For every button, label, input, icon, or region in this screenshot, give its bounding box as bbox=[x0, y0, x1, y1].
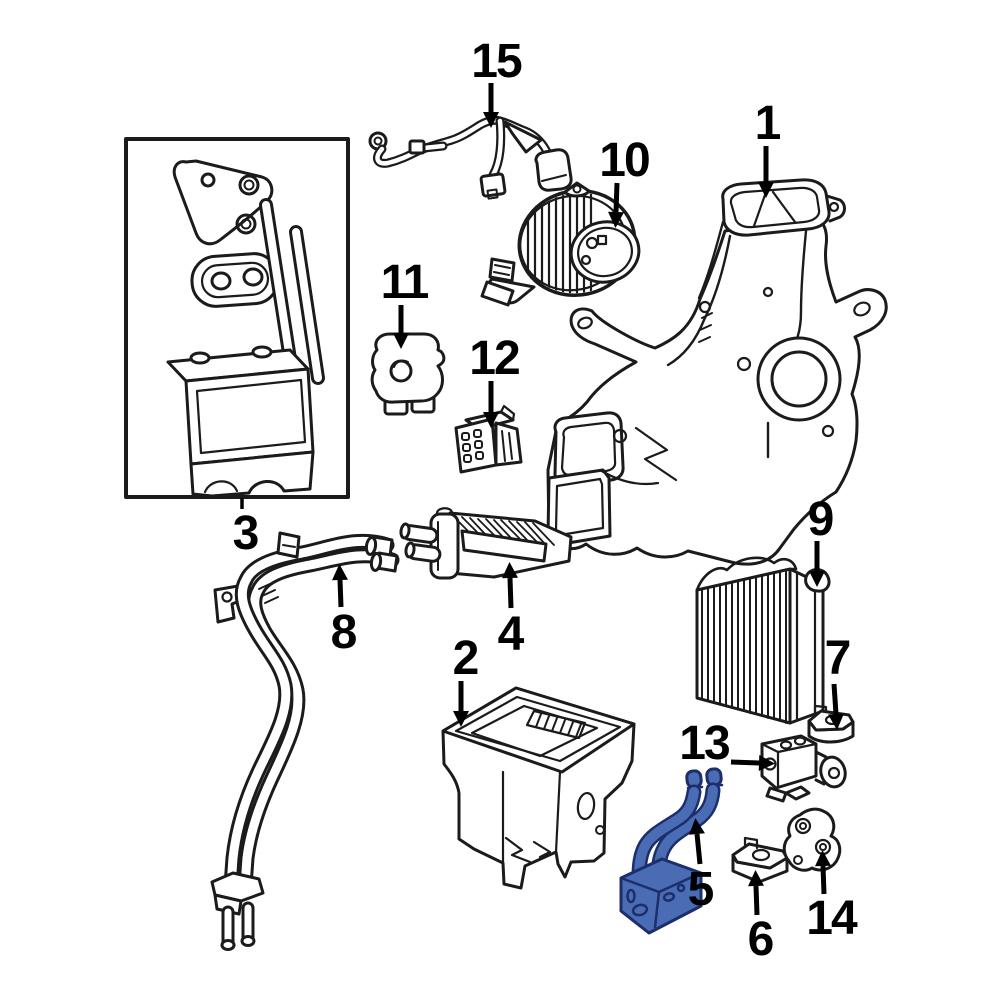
callout-arrowhead bbox=[332, 564, 348, 581]
callout-number-12: 12 bbox=[469, 332, 519, 385]
callout-4: 4 bbox=[498, 562, 527, 661]
callout-number-7: 7 bbox=[825, 632, 850, 685]
part-4-heater-core bbox=[399, 507, 573, 580]
callout-arrowhead bbox=[483, 112, 499, 128]
part-11-actuator bbox=[370, 332, 446, 416]
callout-number-5: 5 bbox=[688, 863, 714, 916]
callout-arrowhead bbox=[453, 711, 469, 727]
kit-core-box bbox=[166, 345, 315, 498]
harness-connector-a bbox=[479, 172, 507, 200]
callout-number-9: 9 bbox=[808, 493, 833, 546]
callout-12: 12 bbox=[469, 332, 521, 428]
housing-vent-opening bbox=[553, 411, 625, 487]
callout-arrowhead bbox=[758, 755, 775, 771]
part-2-lower-case bbox=[441, 686, 636, 890]
blower-ear bbox=[563, 181, 591, 198]
part-15-wiring-harness bbox=[368, 115, 573, 200]
callout-number-4: 4 bbox=[498, 608, 525, 661]
callout-6: 6 bbox=[748, 870, 775, 966]
callout-arrowhead bbox=[608, 211, 624, 228]
housing-duct-opening bbox=[721, 178, 846, 237]
part-9-evaporator-core bbox=[695, 556, 831, 725]
callout-5: 5 bbox=[688, 818, 716, 916]
callout-15: 15 bbox=[471, 35, 524, 128]
part-3-seal-kit-box bbox=[124, 137, 350, 499]
callout-1: 1 bbox=[755, 97, 783, 198]
callout-number-2: 2 bbox=[453, 632, 478, 685]
part-5-heater-tube-assembly bbox=[619, 767, 724, 935]
callout-9: 9 bbox=[808, 493, 835, 587]
hose-end-fittings bbox=[276, 531, 399, 573]
kit-box-frame bbox=[124, 137, 350, 499]
part-6-bracket bbox=[731, 836, 789, 884]
part-13-expansion-valve bbox=[760, 734, 847, 803]
seal-strips bbox=[259, 198, 325, 385]
callout-number-15: 15 bbox=[471, 35, 522, 88]
part-10-blower-motor bbox=[480, 181, 641, 307]
lower-case-rim bbox=[441, 686, 636, 774]
heater-core-tank bbox=[429, 512, 460, 580]
callout-arrowhead bbox=[758, 182, 774, 198]
callout-number-3: 3 bbox=[233, 507, 258, 560]
callout-number-1: 1 bbox=[755, 97, 781, 150]
part-8-heater-hoses bbox=[210, 531, 400, 951]
callout-3: 3 bbox=[233, 498, 260, 560]
callout-arrowhead bbox=[689, 818, 705, 835]
blower-foot-bracket bbox=[480, 257, 536, 307]
callout-8: 8 bbox=[331, 564, 359, 659]
callout-arrowhead bbox=[815, 850, 831, 867]
part-1-hvac-housing bbox=[546, 178, 888, 566]
resistor-terminals bbox=[461, 429, 484, 463]
callout-11: 11 bbox=[381, 256, 431, 349]
part-14-bracket bbox=[782, 807, 842, 872]
callout-arrowhead bbox=[748, 870, 764, 887]
harness-gusset bbox=[503, 120, 543, 154]
heater-core-fins bbox=[453, 516, 555, 546]
gasket-oval bbox=[190, 252, 280, 308]
callout-number-14: 14 bbox=[806, 892, 858, 945]
callout-number-13: 13 bbox=[679, 717, 729, 770]
callout-arrowhead bbox=[483, 412, 499, 428]
callout-number-11: 11 bbox=[381, 256, 429, 309]
callout-2: 2 bbox=[453, 632, 480, 727]
callout-number-6: 6 bbox=[748, 913, 773, 966]
callout-arrowhead bbox=[393, 333, 409, 349]
callout-7: 7 bbox=[825, 632, 852, 730]
evaporator-fins bbox=[701, 569, 787, 724]
blower-opening bbox=[569, 220, 641, 284]
callout-arrowhead bbox=[828, 713, 844, 730]
housing-ring-port bbox=[756, 336, 842, 422]
heater-core-tubes bbox=[399, 522, 442, 563]
gasket-triangular bbox=[172, 159, 274, 246]
harness-stub-connector bbox=[408, 139, 426, 155]
callout-arrowhead bbox=[809, 571, 825, 587]
callout-arrowhead bbox=[502, 562, 518, 579]
callout-number-8: 8 bbox=[331, 606, 357, 659]
hose-bottom-fittings bbox=[210, 871, 265, 951]
callout-10: 10 bbox=[599, 134, 651, 228]
callout-13: 13 bbox=[679, 717, 775, 771]
harness-connector-b bbox=[534, 148, 573, 192]
part-7-bracket bbox=[807, 704, 855, 744]
callout-number-10: 10 bbox=[599, 134, 649, 187]
callout-14: 14 bbox=[806, 850, 860, 945]
